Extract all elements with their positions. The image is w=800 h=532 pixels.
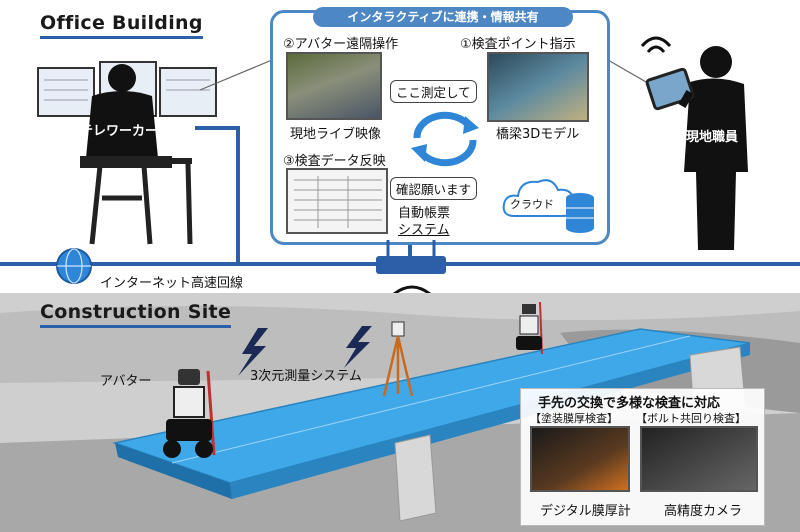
coating-inspection-label: 【塗装膜厚検査】 [530, 410, 618, 426]
live-video-image [286, 52, 382, 120]
inspection-title: 手先の交換で多様な検査に対応 [538, 392, 720, 411]
step-avatar-remote: ②アバター遠隔操作 [283, 33, 398, 52]
step-data-reflect: ③検査データ反映 [283, 150, 386, 169]
bolt-camera-image [640, 426, 758, 492]
survey-tripod-icon [378, 318, 418, 398]
bridge-3d-image [487, 52, 589, 122]
callout-please-confirm: 確認願います [390, 177, 477, 200]
cloud-label: クラウド [510, 196, 554, 212]
digital-gauge-caption: デジタル膜厚計 [540, 500, 631, 519]
avatar-robot-icon [160, 365, 230, 461]
coating-gauge-image [530, 426, 630, 492]
field-staff-label: 現地職員 [686, 126, 738, 145]
cycle-arrows-icon [405, 108, 485, 168]
hd-camera-caption: 高精度カメラ [664, 500, 742, 519]
bridge-3d-caption: 橋梁3Dモデル [496, 123, 579, 142]
bolt-inspection-label: 【ボルト共回り検査】 [636, 410, 746, 426]
globe-icon [54, 246, 94, 286]
wifi-icon [642, 38, 670, 52]
form-document-image [286, 168, 388, 234]
remote-robot-icon [510, 300, 550, 360]
network-label: インターネット高速回線 [100, 272, 243, 291]
live-video-caption: 現地ライブ映像 [290, 123, 381, 142]
auto-form-caption-line2: システム [398, 219, 450, 238]
avatar-label: アバター [100, 370, 151, 389]
panel-header: インタラクティブに連携・情報共有 [313, 7, 573, 27]
callout-measure-here: ここ測定して [390, 80, 477, 103]
step-inspection-point: ①検査ポイント指示 [460, 33, 576, 52]
survey-system-label: 3次元測量システム [250, 365, 362, 384]
construction-site-title: Construction Site [40, 301, 231, 328]
